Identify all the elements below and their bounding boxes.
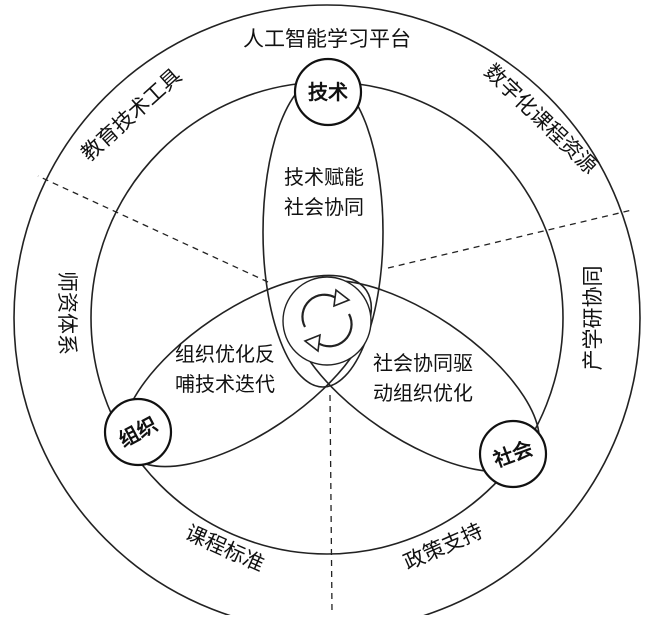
label-edtech-tools: 教育技术工具 <box>76 64 186 166</box>
label-society-org-line1: 社会协同驱 <box>373 351 473 375</box>
divider-bottom <box>329 394 333 613</box>
divider-upper-right <box>387 209 633 269</box>
outer-ring <box>13 4 641 620</box>
node-society: 社会 <box>478 419 548 489</box>
node-organization: 组织 <box>103 397 173 467</box>
label-tech-society-line1: 技术赋能 <box>284 165 364 189</box>
cycle-arrows-icon <box>301 288 353 353</box>
label-org-tech-line1: 组织优化反 <box>175 342 275 366</box>
node-technology: 技术 <box>293 57 363 127</box>
label-tech-society-line2: 社会协同 <box>284 195 364 219</box>
label-ai-platform: 人工智能学习平台 <box>243 27 411 51</box>
label-society-org-line2: 动组织优化 <box>373 381 473 405</box>
label-org-tech-line2: 哺技术迭代 <box>175 372 275 396</box>
label-curriculum-standard: 课程标准 <box>182 521 268 577</box>
label-teacher-system: 师资体系 <box>55 271 79 355</box>
center-circle <box>282 276 372 366</box>
divider-upper-left <box>37 175 269 283</box>
label-policy-support: 政策支持 <box>400 519 486 575</box>
label-digital-resources: 数字化课程资源 <box>480 59 602 178</box>
label-industry-collab: 产学研协同 <box>581 266 605 371</box>
node-technology-label: 技术 <box>308 80 348 104</box>
